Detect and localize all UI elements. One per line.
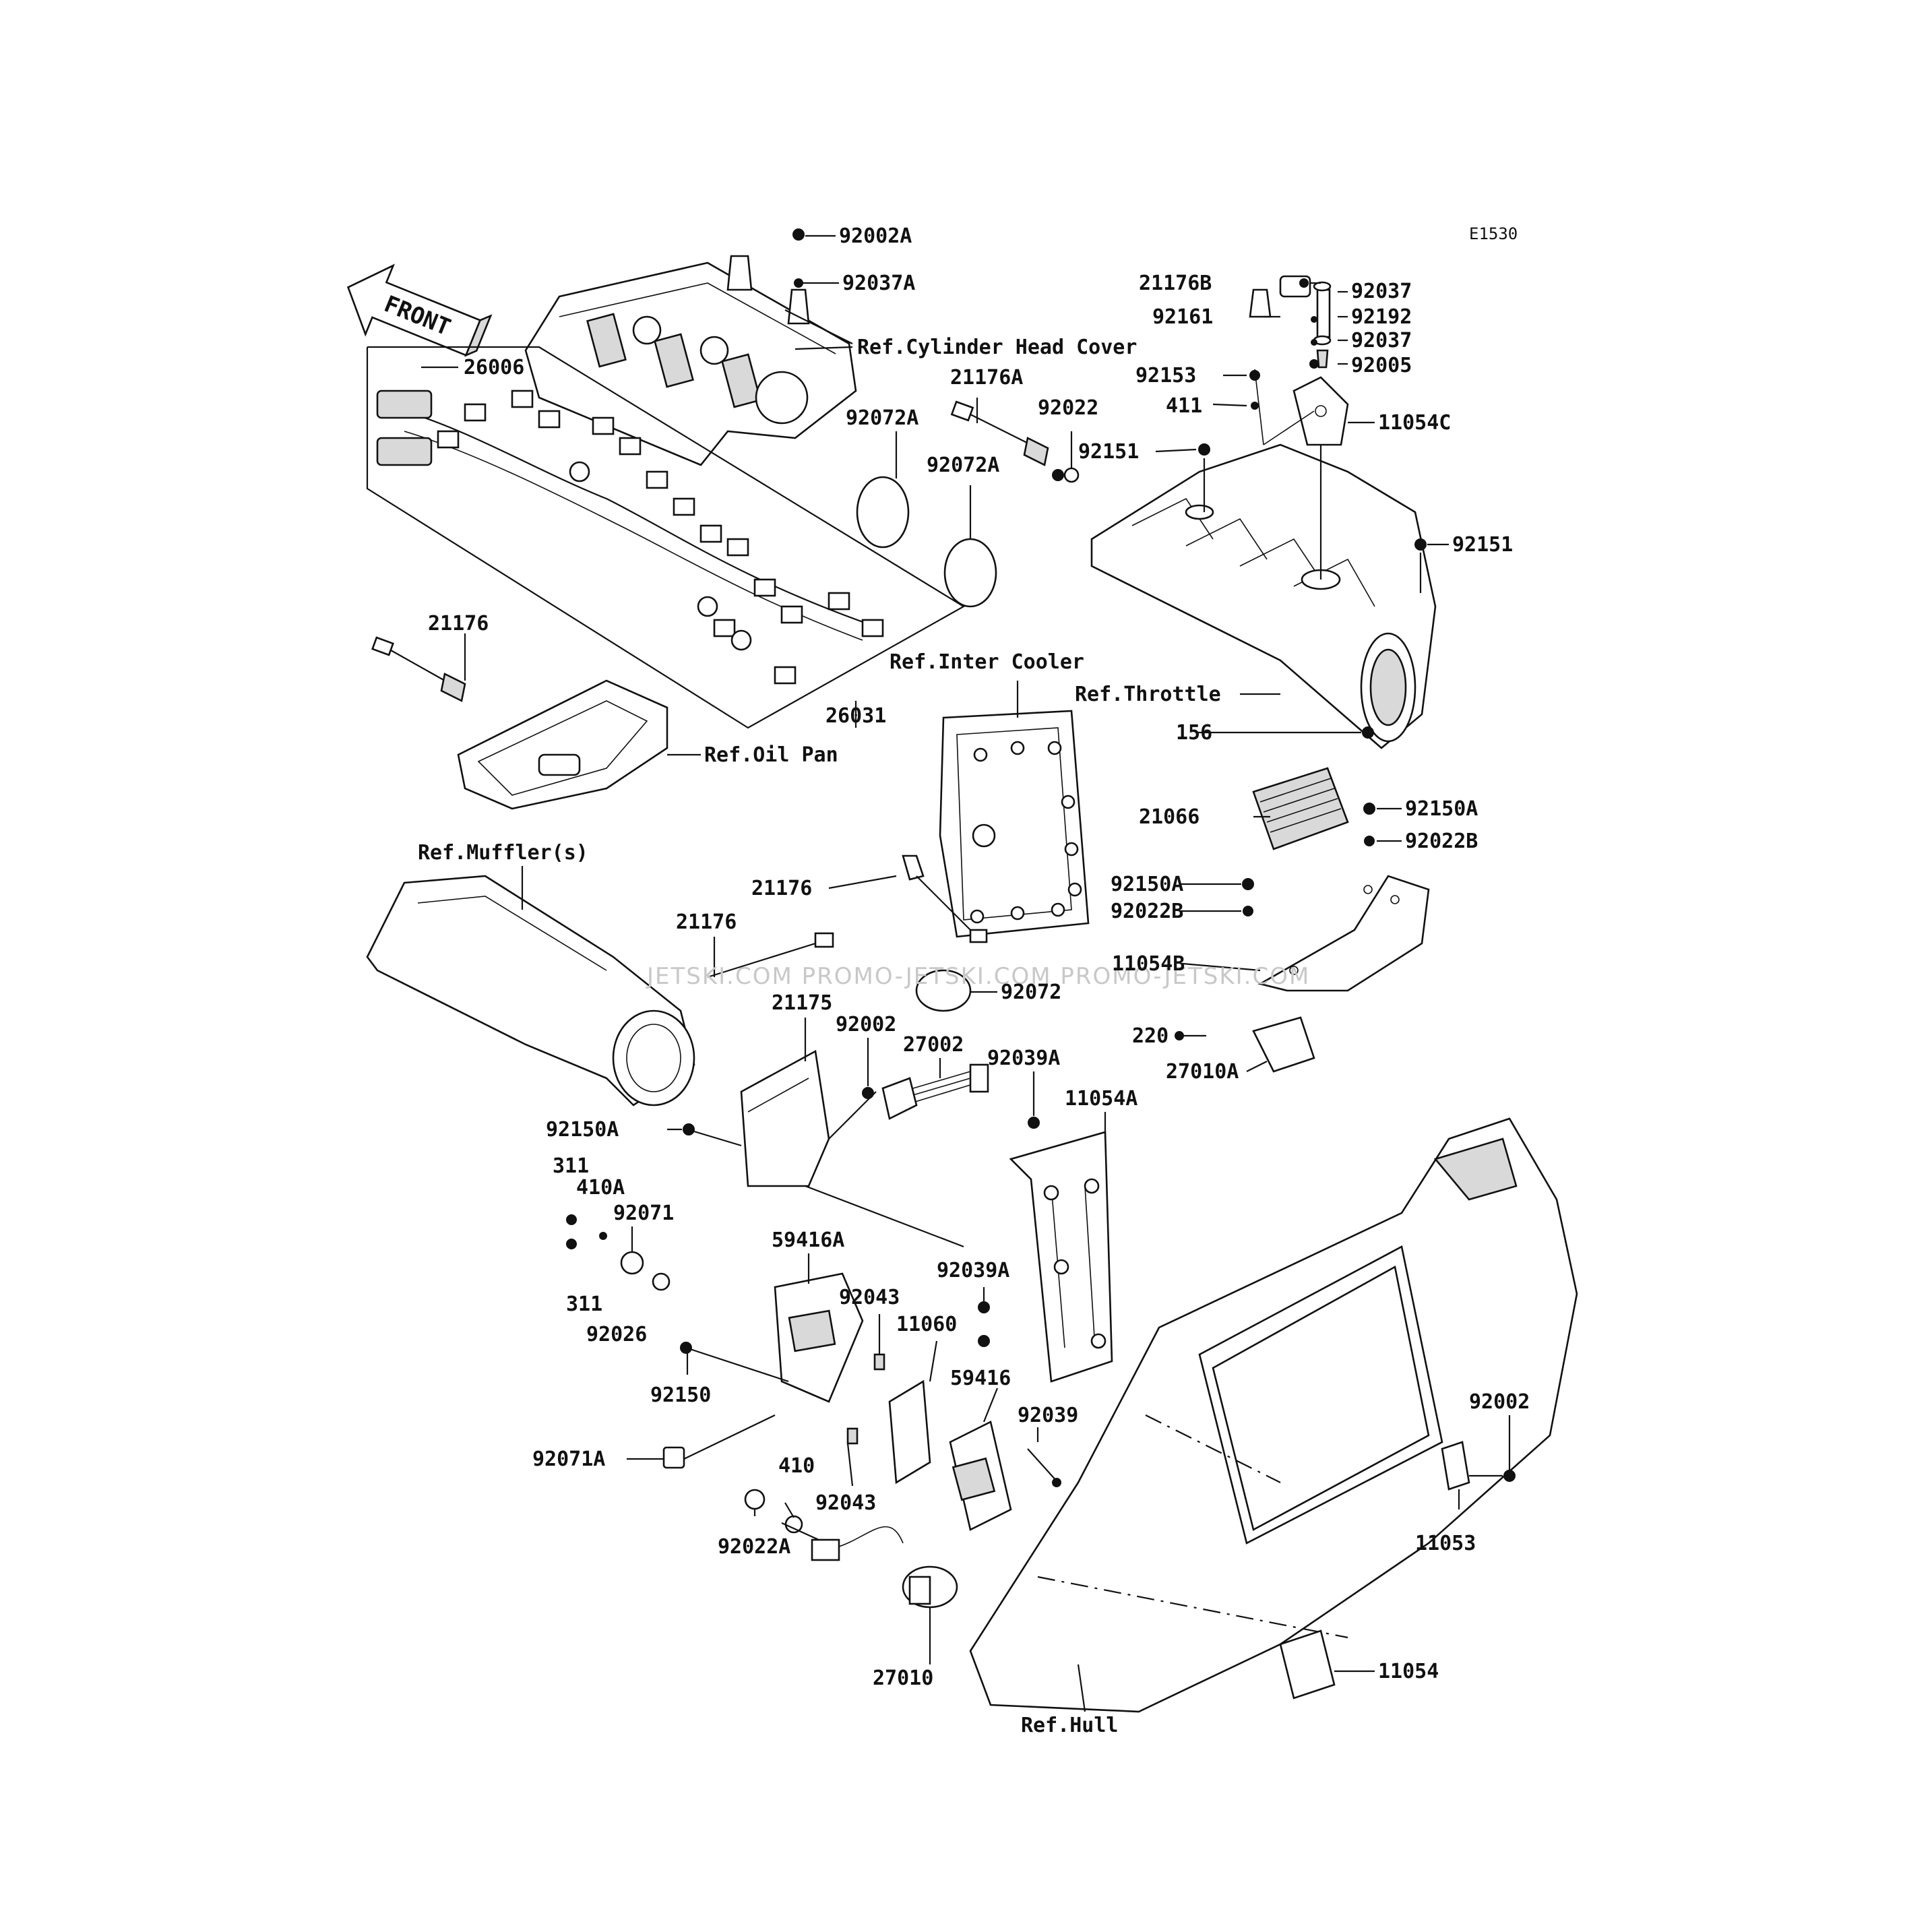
label-92072: 92072 <box>1001 980 1061 1004</box>
switch-27010 <box>811 1526 958 1609</box>
label-ref-cylinder-head-cover: Ref.Cylinder Head Cover <box>857 336 1137 359</box>
label-92072A-1: 92072A <box>846 406 918 430</box>
label-92039A-1: 92039A <box>987 1047 1060 1070</box>
label-92037A: 92037A <box>842 272 915 295</box>
label-92005: 92005 <box>1351 354 1412 377</box>
label-92151-1: 92151 <box>1078 440 1139 464</box>
label-21176-2: 21176 <box>751 877 812 900</box>
label-92150: 92150 <box>650 1383 711 1407</box>
part-labels: 92002A 92037A Ref.Cylinder Head Cover 26… <box>418 224 1530 1737</box>
label-411: 411 <box>1166 394 1202 418</box>
watermark: JETSKI.COM PROMO-JETSKI.COM PROMO-JETSKI… <box>646 963 1310 990</box>
label-59416A: 59416A <box>772 1228 844 1252</box>
bracket-11054 <box>1279 1629 1336 1700</box>
label-156: 156 <box>1176 721 1212 745</box>
label-ref-muffler: Ref.Muffler(s) <box>418 841 588 865</box>
label-26031: 26031 <box>825 704 886 728</box>
ecu-21175 <box>740 1049 830 1187</box>
label-92039: 92039 <box>1018 1404 1078 1427</box>
label-92043-1: 92043 <box>839 1286 900 1309</box>
box-59416 <box>949 1421 1012 1531</box>
coil-27002 <box>881 1063 989 1120</box>
label-220: 220 <box>1132 1024 1168 1048</box>
label-11054: 11054 <box>1378 1660 1439 1683</box>
label-92022B-2: 92022B <box>1111 900 1183 923</box>
label-11054A: 11054A <box>1065 1087 1138 1111</box>
inter-cooler <box>902 710 1090 943</box>
oil-pan <box>457 679 668 810</box>
bracket-11054A <box>1009 1131 1113 1383</box>
clamp-92072 <box>915 969 972 1012</box>
label-92043-2: 92043 <box>815 1491 876 1515</box>
label-26006: 26006 <box>464 356 524 379</box>
label-92150A-2: 92150A <box>1111 873 1183 896</box>
cylinder-head-cover <box>524 255 857 466</box>
box-59416A <box>774 1272 864 1403</box>
label-92002-2: 92002 <box>1469 1390 1530 1414</box>
label-59416: 59416 <box>950 1367 1011 1390</box>
label-27002: 27002 <box>903 1033 964 1057</box>
label-21176-1: 21176 <box>428 612 489 635</box>
clamp-92072A-2 <box>943 538 997 608</box>
label-410: 410 <box>778 1454 815 1478</box>
label-92022: 92022 <box>1038 396 1098 420</box>
label-92022A: 92022A <box>718 1535 790 1559</box>
label-311-1: 311 <box>553 1154 589 1178</box>
label-11053: 11053 <box>1415 1532 1476 1555</box>
label-21176-3: 21176 <box>676 910 737 934</box>
label-27010A: 27010A <box>1166 1060 1239 1084</box>
label-11060: 11060 <box>896 1313 957 1336</box>
label-ref-oil-pan: Ref.Oil Pan <box>704 743 838 767</box>
label-11054C: 11054C <box>1378 411 1451 435</box>
label-92071: 92071 <box>613 1202 674 1225</box>
relay-27010A <box>1252 1016 1315 1073</box>
label-410A: 410A <box>576 1176 625 1199</box>
label-92039A-2: 92039A <box>937 1259 1009 1282</box>
bracket-11053 <box>1441 1441 1470 1491</box>
leader-lines <box>421 235 1511 1712</box>
diagram-code: E1530 <box>1469 224 1518 243</box>
clamp-92072A-1 <box>856 476 910 549</box>
label-ref-inter-cooler: Ref.Inter Cooler <box>890 650 1084 674</box>
label-92151-2: 92151 <box>1452 533 1513 557</box>
label-92037-1: 92037 <box>1351 280 1412 303</box>
bracket-11054C <box>1249 275 1349 446</box>
label-92161: 92161 <box>1152 305 1213 329</box>
label-92002A: 92002A <box>839 224 912 248</box>
label-92153: 92153 <box>1135 364 1196 387</box>
label-21176B: 21176B <box>1139 272 1212 295</box>
intake-manifold <box>1090 443 1437 749</box>
label-92150A-3: 92150A <box>546 1118 619 1142</box>
sensor-21176A <box>950 400 1080 483</box>
label-ref-throttle: Ref.Throttle <box>1075 683 1221 706</box>
label-11054B: 11054B <box>1112 952 1185 976</box>
sensor-21176-oilpan <box>371 636 466 702</box>
label-92002-1: 92002 <box>836 1013 896 1036</box>
fastener-icons <box>566 228 1516 1534</box>
label-ref-hull: Ref.Hull <box>1021 1714 1119 1737</box>
label-92150A-1: 92150A <box>1405 797 1478 821</box>
label-92022B-1: 92022B <box>1405 830 1478 853</box>
label-92037-2: 92037 <box>1351 329 1412 352</box>
regulator-21066 <box>1252 767 1430 992</box>
wire-harness-26031 <box>366 346 966 729</box>
label-92071A: 92071A <box>532 1447 605 1471</box>
label-21066: 21066 <box>1139 805 1199 829</box>
label-92026: 92026 <box>586 1323 647 1346</box>
muffler <box>366 875 695 1107</box>
sensor-21176-muffler <box>707 932 834 978</box>
label-27010: 27010 <box>873 1666 933 1690</box>
hull <box>969 1117 1578 1713</box>
label-92192: 92192 <box>1351 305 1412 329</box>
label-21176A: 21176A <box>950 366 1023 389</box>
label-21175: 21175 <box>772 991 832 1015</box>
gasket-11060 <box>888 1379 931 1485</box>
label-92072A-2: 92072A <box>927 454 999 477</box>
label-311-2: 311 <box>566 1292 602 1316</box>
